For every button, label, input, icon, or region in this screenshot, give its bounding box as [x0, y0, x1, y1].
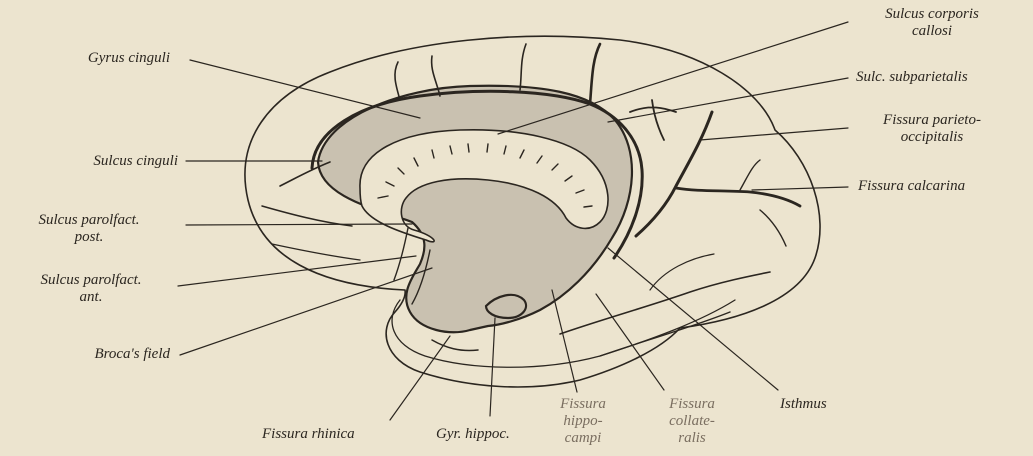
- leader-fissura-collateralis: [596, 294, 664, 390]
- parieto-occipital-fissure: [636, 112, 712, 236]
- fissura-collateralis-line: [560, 272, 770, 334]
- leader-gyrus-cinguli: [190, 60, 420, 118]
- label-sulcus-parolfact-ant: Sulcus parolfact. ant.: [8, 272, 174, 306]
- label-fissura-calcarina: Fissura calcarina: [858, 178, 965, 195]
- leader-fissura-parieto-occipitalis: [700, 128, 848, 140]
- label-sulcus-cinguli: Sulcus cinguli: [38, 153, 178, 170]
- leader-sulcus-parolfact-post: [186, 224, 412, 225]
- subparietal-sulcus: [630, 100, 676, 140]
- label-fissura-parieto-occipitalis: Fissura parieto- occipitalis: [852, 112, 1012, 146]
- rhinal-fissure: [432, 340, 478, 351]
- label-sulcus-corporis-callosi: Sulcus corporis callosi: [852, 6, 1012, 40]
- label-sulc-subparietalis: Sulc. subparietalis: [856, 69, 968, 86]
- label-fissura-rhinica: Fissura rhinica: [262, 426, 355, 443]
- label-isthmus: Isthmus: [780, 396, 827, 413]
- leader-sulcus-parolfact-ant: [178, 256, 416, 286]
- leader-isthmus: [608, 248, 778, 390]
- label-sulcus-parolfact-post: Sulcus parolfact. post.: [8, 212, 170, 246]
- leader-sulcus-corporis-callosi: [498, 22, 848, 134]
- calcarine-fissure: [676, 188, 800, 206]
- marginal-ramus: [590, 44, 600, 104]
- leader-sulc-subparietalis: [608, 78, 848, 122]
- label-fissura-hippocampi: Fissura hippo- campi: [548, 396, 618, 447]
- label-fissura-collateralis: Fissura collate- ralis: [652, 396, 732, 447]
- label-gyrus-cinguli: Gyrus cinguli: [40, 50, 170, 67]
- label-gyr-hippoc: Gyr. hippoc.: [436, 426, 510, 443]
- leader-fissura-hippocampi: [552, 290, 577, 392]
- leader-fissura-calcarina: [752, 187, 848, 190]
- label-brocas-field: Broca's field: [30, 346, 170, 363]
